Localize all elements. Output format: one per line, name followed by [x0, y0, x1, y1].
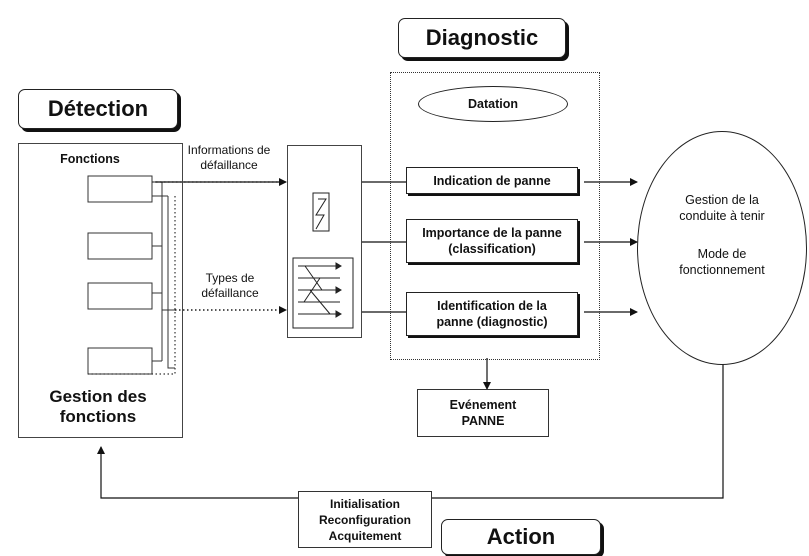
- operation-management-circle: [637, 131, 807, 365]
- action-commands-box: Initialisation Reconfiguration Acquiteme…: [298, 491, 432, 548]
- failure-indication-label: Indication de panne: [433, 173, 551, 188]
- failure-event-box: Evénement PANNE: [417, 389, 549, 437]
- diagnostic-panel: [390, 72, 600, 360]
- diagnostic-title: Diagnostic: [425, 25, 539, 50]
- action-commands-label: Initialisation Reconfiguration Acquiteme…: [319, 496, 411, 543]
- failure-types-label: Types de défaillance: [201, 271, 259, 300]
- datation-ellipse: Datation: [418, 86, 568, 122]
- datation-label: Datation: [468, 97, 518, 111]
- functions-heading: Fonctions: [60, 152, 120, 166]
- detection-tag: Détection: [18, 89, 178, 129]
- functions-management-label: Gestion des fonctions: [49, 387, 147, 426]
- failure-info-label: Informations de défaillance: [187, 143, 271, 172]
- failure-indication-box: Indication de panne: [406, 167, 578, 194]
- failure-importance-box: Importance de la panne (classification): [406, 219, 578, 263]
- failure-identification-box: Identification de la panne (diagnostic): [406, 292, 578, 336]
- diagnostic-tag: Diagnostic: [398, 18, 566, 58]
- detection-title: Détection: [47, 96, 149, 121]
- action-tag: Action: [441, 519, 601, 555]
- failure-importance-label: Importance de la panne (classification): [422, 226, 562, 256]
- conduct-management-label: Gestion de la conduite à tenir: [679, 193, 765, 223]
- processing-icons: [292, 192, 354, 329]
- action-title: Action: [486, 524, 556, 549]
- operating-mode-label: Mode de fonctionnement: [679, 247, 765, 277]
- failure-event-label: Evénement PANNE: [449, 398, 517, 428]
- failure-identification-label: Identification de la panne (diagnostic): [436, 299, 548, 329]
- function-bus: [152, 181, 175, 369]
- detection-panel: [18, 143, 183, 438]
- processing-box: [287, 145, 362, 338]
